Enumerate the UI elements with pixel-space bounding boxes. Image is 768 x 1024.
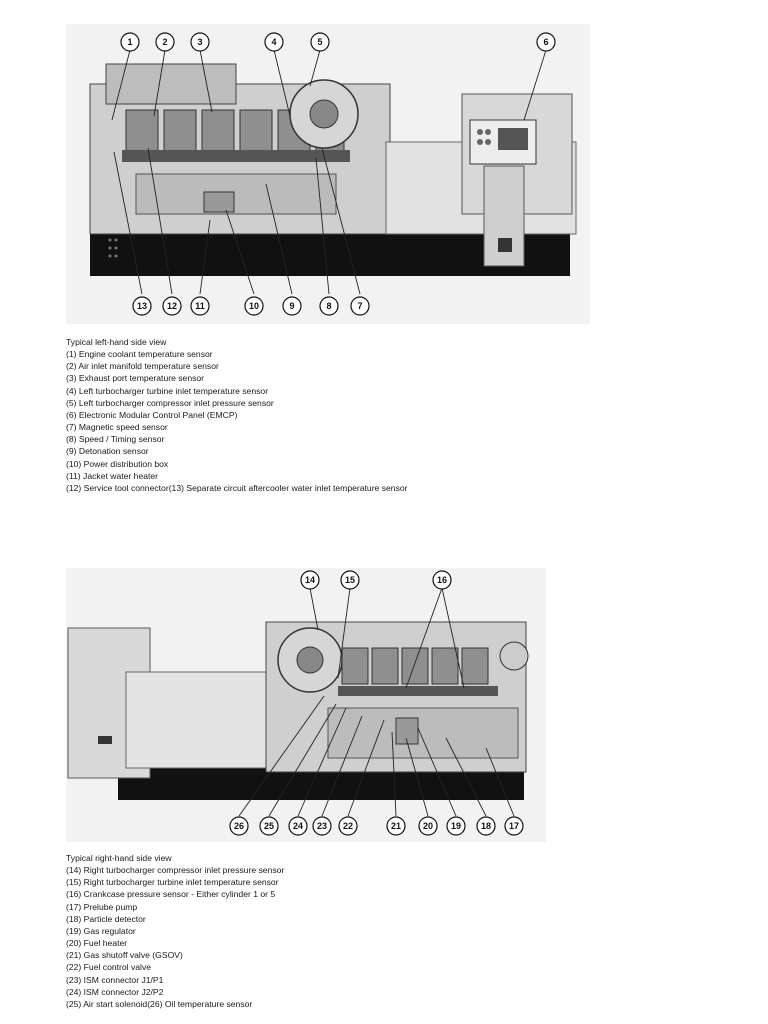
right-callouts: 14 15 16 26 25 24 23 22 21 20 19 18 17 (229, 570, 524, 836)
right-caption-item: (24) ISM connector J2/P2 (66, 986, 164, 997)
left-caption-item: (2) Air inlet manifold temperature senso… (66, 361, 219, 372)
left-caption-item: (1) Engine coolant temperature sensor (66, 349, 213, 360)
right-caption-item: (19) Gas regulator (66, 925, 136, 936)
right-exhaust-manifold (338, 686, 498, 696)
left-power-distribution-box (203, 191, 235, 213)
right-caption-item: (23) ISM connector J1/P1 (66, 974, 164, 985)
callout-3: 3 (197, 37, 202, 47)
right-caption-item: (21) Gas shutoff valve (GSOV) (66, 950, 183, 961)
callout-18: 18 (481, 821, 491, 831)
callout-23: 23 (317, 821, 327, 831)
callout-25: 25 (264, 821, 274, 831)
right-cylinder-heads (341, 647, 489, 685)
right-side-view-illustration: 14 15 16 26 25 24 23 22 21 20 19 18 17 (66, 568, 546, 842)
callout-21: 21 (391, 821, 401, 831)
left-caption-item: (11) Jacket water heater (66, 470, 159, 481)
right-caption-item: (20) Fuel heater (66, 938, 128, 949)
right-caption-item: (14) Right turbocharger compressor inlet… (66, 865, 285, 876)
left-side-view-illustration: 1 2 3 4 5 6 13 12 11 10 9 8 7 (66, 24, 590, 324)
right-caption-item: (17) Prelube pump (66, 901, 138, 912)
callout-19: 19 (451, 821, 461, 831)
right-gas-regulator (395, 717, 419, 745)
right-caption-item: (22) Fuel control valve (66, 962, 152, 973)
right-caption-item: (16) Crankcase pressure sensor - Either … (66, 889, 276, 900)
callout-11: 11 (195, 301, 205, 311)
callout-15: 15 (345, 575, 355, 585)
right-view-caption: Typical right-hand side view (14) Right … (66, 852, 284, 1010)
right-generator-housing (125, 671, 267, 769)
left-caption-title: Typical left-hand side view (66, 337, 167, 347)
left-view-caption: Typical left-hand side view (1) Engine c… (66, 336, 408, 494)
left-caption-item: (10) Power distribution box (66, 458, 169, 469)
right-leader-lines (238, 587, 515, 817)
callout-20: 20 (423, 821, 433, 831)
left-caption-item: (8) Speed / Timing sensor (66, 434, 165, 445)
callout-14: 14 (305, 575, 315, 585)
left-caption-item: (5) Left turbocharger compressor inlet p… (66, 397, 274, 408)
right-caption-item: (25) Air start solenoid(26) Oil temperat… (66, 998, 253, 1009)
callout-5: 5 (317, 37, 322, 47)
callout-12: 12 (167, 301, 177, 311)
left-leader-lines (111, 49, 547, 295)
callout-1: 1 (127, 37, 132, 47)
right-caption-item: (18) Particle detector (66, 913, 146, 924)
callout-17: 17 (509, 821, 519, 831)
callout-2: 2 (162, 37, 167, 47)
left-exhaust-manifold (122, 150, 350, 162)
left-caption-item: (3) Exhaust port temperature sensor (66, 373, 205, 384)
left-caption-item: (9) Detonation sensor (66, 446, 149, 457)
callout-8: 8 (326, 301, 331, 311)
left-caption-item: (7) Magnetic speed sensor (66, 422, 168, 433)
callout-6: 6 (543, 37, 548, 47)
callout-9: 9 (289, 301, 294, 311)
right-pipe-elbow (499, 641, 529, 671)
callout-24: 24 (293, 821, 303, 831)
left-caption-item: (12) Service tool connector(13) Separate… (66, 482, 408, 493)
left-engine-drawing (89, 49, 577, 295)
left-caption-item: (6) Electronic Modular Control Panel (EM… (66, 409, 238, 420)
right-caption-item: (15) Right turbocharger turbine inlet te… (66, 877, 279, 888)
callout-10: 10 (249, 301, 259, 311)
right-engine-drawing (67, 587, 529, 817)
callout-7: 7 (357, 301, 362, 311)
left-caption-item: (4) Left turbocharger turbine inlet temp… (66, 385, 269, 396)
callout-16: 16 (437, 575, 447, 585)
left-callouts: 1 2 3 4 5 6 13 12 11 10 9 8 7 (120, 32, 556, 316)
left-intake-box (105, 63, 237, 105)
right-caption-title: Typical right-hand side view (66, 853, 172, 863)
left-crankcase (135, 173, 337, 215)
callout-22: 22 (343, 821, 353, 831)
callout-26: 26 (234, 821, 244, 831)
callout-13: 13 (137, 301, 147, 311)
callout-4: 4 (271, 37, 276, 47)
